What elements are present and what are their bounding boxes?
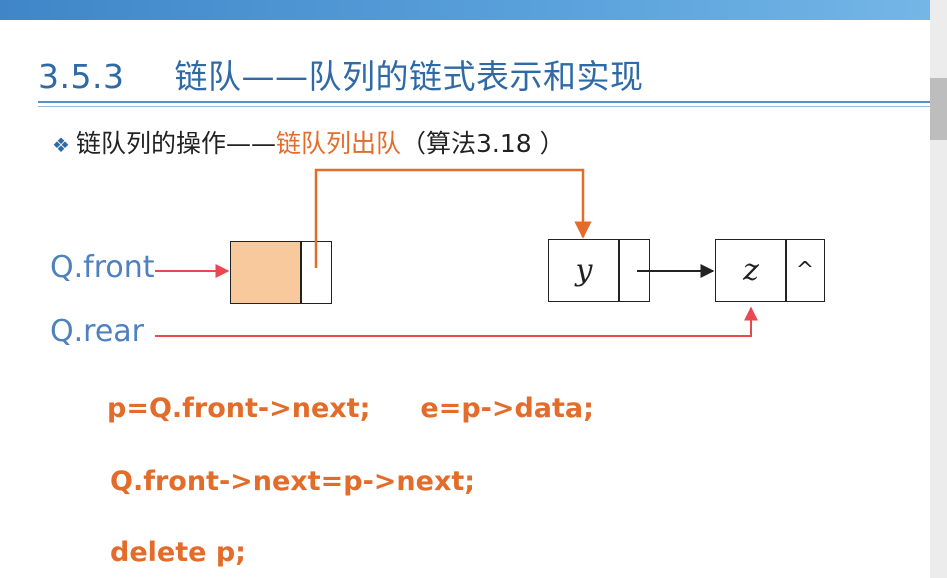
section-title: 链队——队列的链式表示和实现 — [174, 57, 644, 96]
subtitle-highlight: 链队列出队 — [275, 129, 401, 158]
title-divider — [38, 101, 930, 103]
section-number: 3.5.3 — [38, 57, 125, 96]
code-line-1b: e=p->data; — [420, 393, 594, 424]
head-next-arrow — [314, 168, 592, 268]
top-banner — [0, 0, 930, 20]
front-pointer-label: Q.front — [50, 250, 155, 285]
bullet-icon: ❖ — [52, 133, 70, 157]
right-edge-handle — [930, 78, 947, 140]
node-z-null: ^ — [785, 239, 825, 302]
rear-pointer-label: Q.rear — [50, 314, 144, 349]
rear-arrow — [155, 306, 758, 337]
code-line-1: p=Q.front->next; e=p->data; — [107, 393, 594, 424]
subtitle-suffix: （算法3.18 ） — [400, 129, 565, 158]
code-line-3: delete p; — [110, 537, 246, 568]
subtitle: ❖链队列的操作——链队列出队（算法3.18 ） — [52, 124, 565, 160]
node-y-data: y — [548, 239, 620, 302]
code-line-2: Q.front->next=p->next; — [110, 466, 476, 497]
node-z-data: z — [715, 239, 787, 302]
subtitle-prefix: 链队列的操作—— — [75, 129, 276, 158]
title-divider-thin — [38, 106, 930, 107]
right-edge-strip — [930, 0, 947, 578]
head-node-data — [230, 241, 302, 304]
code-line-1a: p=Q.front->next; — [107, 393, 371, 424]
slide-title: 3.5.3 链队——队列的链式表示和实现 — [38, 50, 643, 98]
